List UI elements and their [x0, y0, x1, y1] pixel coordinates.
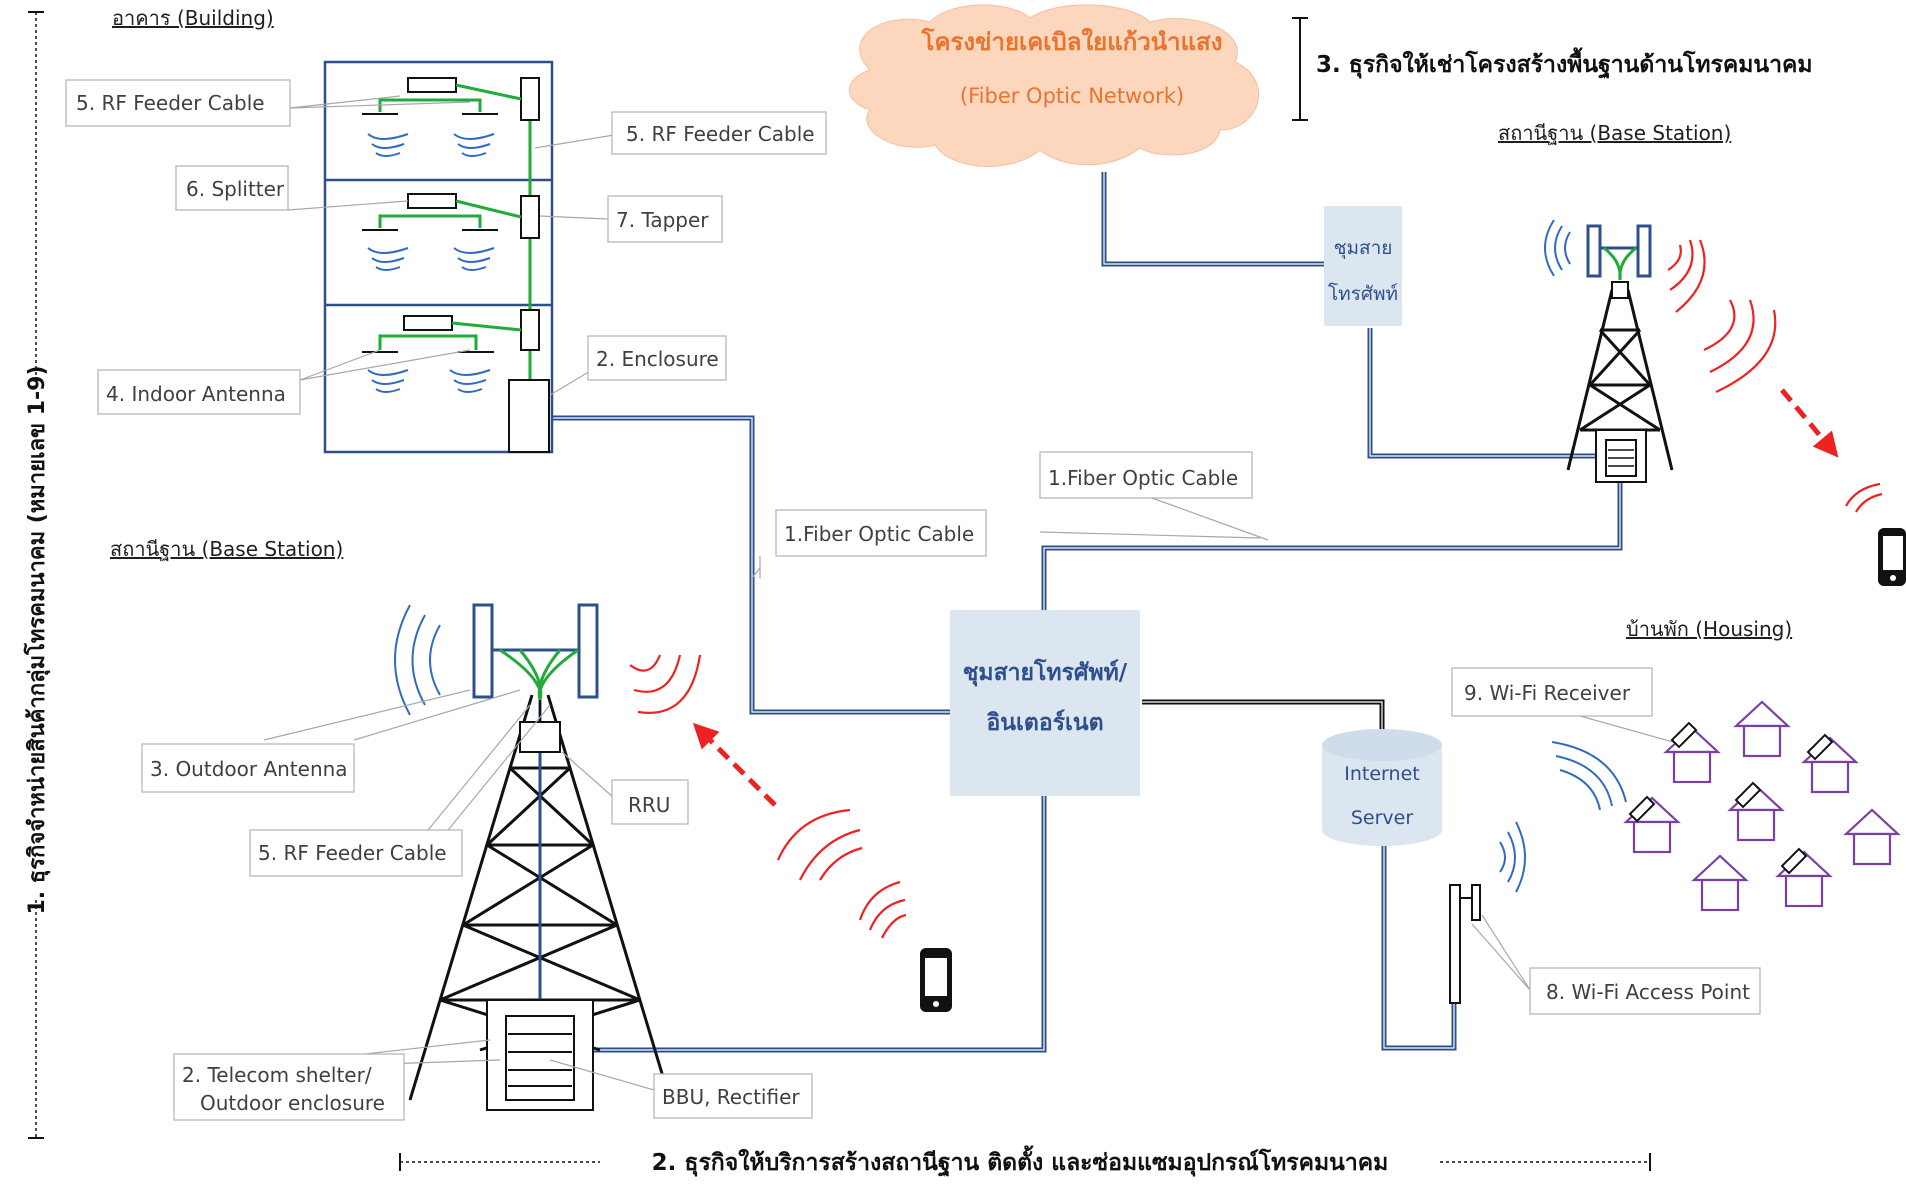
house-icon: [1733, 700, 1791, 758]
label-wifi-receiver: 9. Wi-Fi Receiver: [1451, 667, 1653, 717]
signal-arrow-left: [692, 722, 777, 807]
base-station-left-title: สถานีฐาน (Base Station): [110, 537, 343, 561]
fiber-optic-cables: [548, 172, 1623, 1053]
svg-text:7. Tapper: 7. Tapper: [616, 208, 709, 232]
housing-cluster: [1623, 700, 1901, 912]
business-1-label: 1. ธุรกิจจำหน่ายสินค้ากลุ่มโทรคมนาคม (หม…: [23, 365, 51, 914]
internet-server-line1: Internet: [1344, 763, 1419, 785]
mobile-phone-left-icon: [920, 948, 952, 1012]
svg-text:5. RF Feeder Cable: 5. RF Feeder Cable: [258, 841, 447, 865]
wifi-receiver-device: [1670, 721, 1698, 749]
house-icon: [1801, 736, 1859, 794]
internet-server-line2: Server: [1351, 807, 1413, 829]
svg-text:BBU, Rectifier: BBU, Rectifier: [662, 1085, 800, 1109]
svg-text:6. Splitter: 6. Splitter: [186, 177, 285, 201]
tapper-floor-3: [520, 309, 540, 351]
label-fiber-cable-2: 1.Fiber Optic Cable: [1039, 451, 1253, 499]
housing-section-title: บ้านพัก (Housing): [1626, 617, 1792, 641]
outdoor-antenna-right-tower-right: [1636, 224, 1652, 278]
main-exchange-line1: ชุมสายโทรศัพท์/: [963, 658, 1128, 687]
label-splitter: 6. Splitter: [175, 165, 289, 211]
label-enclosure: 2. Enclosure: [587, 335, 727, 381]
signal-waves-right-phone: [1845, 482, 1883, 513]
signal-waves-left-phone: [776, 808, 907, 939]
rru-box: [519, 721, 561, 753]
svg-text:1.Fiber Optic Cable: 1.Fiber Optic Cable: [784, 522, 974, 546]
splitter-floor-3: [403, 315, 453, 331]
label-outdoor-antenna: 3. Outdoor Antenna: [141, 743, 355, 793]
business-3-bracket: 3. ธุรกิจให้เช่าโครงสร้างพื้นฐานด้านโทรค…: [1292, 17, 1813, 121]
business-2-label: 2. ธุรกิจให้บริการสร้างสถานีฐาน ติดตั้ง …: [652, 1145, 1389, 1177]
signal-arrow-right: [1780, 388, 1839, 458]
tapper-floor-2: [520, 195, 540, 239]
small-telephone-exchange: ชุมสาย โทรศัพท์: [1324, 206, 1402, 326]
mobile-phone-right-icon: [1878, 528, 1906, 586]
wifi-receiver-device: [1806, 733, 1834, 761]
base-station-tower-left: [394, 603, 702, 1111]
small-exchange-line2: โทรศัพท์: [1328, 282, 1398, 305]
small-exchange-line1: ชุมสาย: [1334, 237, 1393, 260]
label-tapper: 7. Tapper: [607, 195, 723, 243]
wifi-receiver-device: [1628, 795, 1656, 823]
label-rf-feeder-1: 5. RF Feeder Cable: [65, 79, 291, 127]
building: [323, 60, 554, 454]
label-rru: RRU: [611, 779, 689, 825]
svg-text:3. Outdoor Antenna: 3. Outdoor Antenna: [150, 757, 348, 781]
business-1-bracket: 1. ธุรกิจจำหน่ายสินค้ากลุ่มโทรคมนาคม (หม…: [23, 11, 51, 1139]
wifi-access-point: [1449, 821, 1526, 1004]
wifi-receiver-device: [1734, 781, 1762, 809]
svg-text:2. Enclosure: 2. Enclosure: [596, 347, 719, 371]
house-icon: [1663, 726, 1721, 784]
label-wifi-ap: 8. Wi-Fi Access Point: [1529, 967, 1761, 1015]
house-icon: [1727, 784, 1785, 842]
splitter-floor-1: [407, 77, 457, 93]
main-exchange-internet: ชุมสายโทรศัพท์/ อินเตอร์เนต: [950, 610, 1140, 796]
house-icon: [1775, 850, 1833, 908]
base-station-right-title: สถานีฐาน (Base Station): [1498, 121, 1731, 145]
cloud-eng-title: (Fiber Optic Network): [960, 84, 1184, 108]
svg-text:1.Fiber Optic Cable: 1.Fiber Optic Cable: [1048, 466, 1238, 490]
outdoor-antenna-wave-right: [629, 654, 702, 714]
svg-text:4. Indoor Antenna: 4. Indoor Antenna: [106, 382, 286, 406]
wifi-waves-housing: [1551, 741, 1627, 811]
label-bbu-rectifier: BBU, Rectifier: [653, 1073, 813, 1119]
base-station-tower-right: [1544, 219, 1777, 483]
svg-text:RRU: RRU: [628, 793, 670, 817]
label-rf-feeder-3: 5. RF Feeder Cable: [249, 829, 463, 877]
business-3-label: 3. ธุรกิจให้เช่าโครงสร้างพื้นฐานด้านโทรค…: [1316, 47, 1813, 79]
bbu-rectifier-rack: [505, 1015, 575, 1101]
label-indoor-antenna: 4. Indoor Antenna: [97, 369, 301, 415]
label-rf-feeder-2: 5. RF Feeder Cable: [611, 111, 827, 155]
business-2-bracket: 2. ธุรกิจให้บริการสร้างสถานีฐาน ติดตั้ง …: [399, 1145, 1651, 1177]
building-enclosure: [508, 379, 550, 453]
cloud-thai-title: โครงข่ายเคเบิลใยแก้วนำแสง: [921, 27, 1223, 56]
svg-text:5. RF Feeder Cable: 5. RF Feeder Cable: [626, 122, 815, 146]
internet-server: Internet Server: [1322, 729, 1442, 846]
wifi-receiver-device: [1780, 847, 1808, 875]
label-fiber-cable-1: 1.Fiber Optic Cable: [775, 509, 987, 557]
house-icon: [1843, 808, 1901, 866]
svg-text:Outdoor enclosure: Outdoor enclosure: [200, 1091, 385, 1115]
svg-text:5. RF Feeder Cable: 5. RF Feeder Cable: [76, 91, 265, 115]
outdoor-antenna-wave-left: [394, 604, 441, 716]
splitter-floor-2: [407, 193, 457, 209]
outdoor-antenna-left-panel: [472, 603, 494, 699]
svg-text:8. Wi-Fi Access Point: 8. Wi-Fi Access Point: [1546, 980, 1750, 1004]
outdoor-antenna-right-panel: [577, 603, 599, 699]
outdoor-antenna-right-tower-left: [1586, 224, 1602, 278]
svg-text:2. Telecom shelter/: 2. Telecom shelter/: [182, 1063, 372, 1087]
label-telecom-shelter: 2. Telecom shelter/ Outdoor enclosure: [173, 1053, 405, 1121]
main-exchange-line2: อินเตอร์เนต: [986, 709, 1103, 736]
svg-text:9. Wi-Fi Receiver: 9. Wi-Fi Receiver: [1464, 681, 1631, 705]
tapper-floor-1: [520, 77, 540, 121]
house-icon: [1691, 854, 1749, 912]
building-section-title: อาคาร (Building): [112, 6, 274, 30]
fiber-optic-network-cloud: โครงข่ายเคเบิลใยแก้วนำแสง (Fiber Optic N…: [848, 4, 1260, 167]
